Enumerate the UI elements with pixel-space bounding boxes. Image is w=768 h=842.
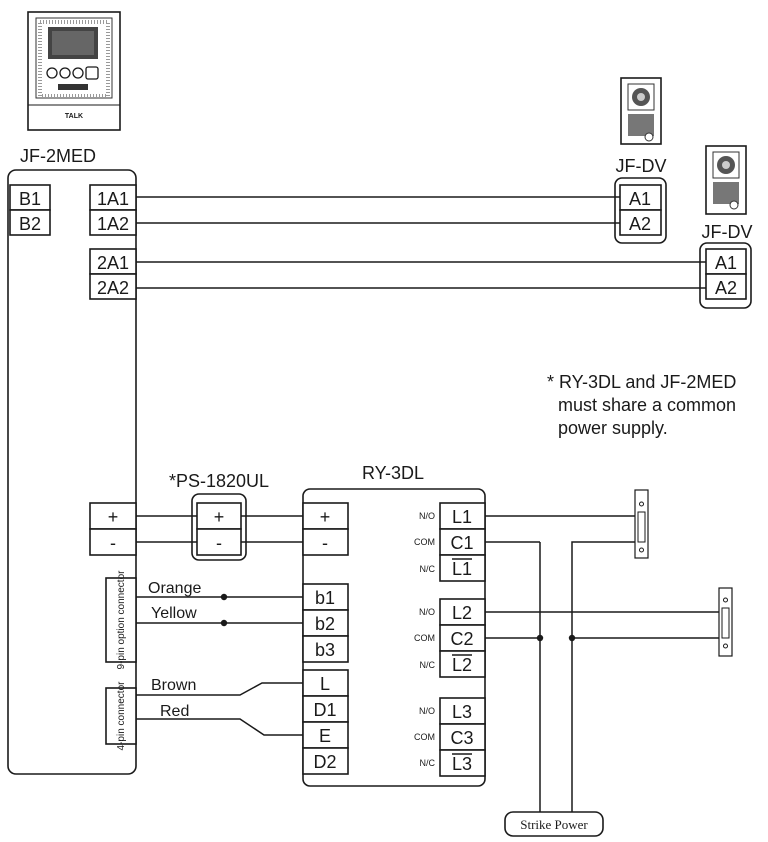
red-label: Red (160, 703, 189, 720)
relay3-nc-label: N/C (420, 758, 436, 768)
terminal-1a2-label: 1A2 (97, 214, 129, 234)
brown-label: Brown (151, 677, 196, 694)
relay-e-terminal (302, 721, 349, 749)
terminal-2a2-label: 2A2 (97, 278, 129, 298)
orange-junction (220, 593, 228, 601)
strike-junction (568, 634, 576, 642)
master-minus-terminal (89, 528, 137, 556)
terminal-b2-label: B2 (19, 214, 41, 234)
power-supply-minus (196, 528, 242, 556)
terminal-b2 (9, 209, 51, 236)
jf-2med-unit (7, 169, 137, 775)
door-station-2-title: JF-DV (702, 222, 753, 242)
note-line-2: must share a common (558, 395, 736, 415)
relay2-c2-terminal (439, 624, 486, 652)
relay-b3-label: b3 (315, 640, 335, 660)
relay2-no-label: N/O (419, 607, 435, 617)
relay2-l2-label: L2 (452, 603, 472, 623)
door-station-2-a2-label: A2 (715, 278, 737, 298)
wire-strike-power-bus (571, 541, 640, 812)
relay-title: RY-3DL (362, 463, 424, 483)
master-plus-label: + (108, 507, 119, 527)
relay3-com-label: COM (414, 732, 435, 742)
relay1-no-label: N/O (419, 511, 435, 521)
four-pin-connector-label: 4-pin connector (116, 681, 127, 751)
relay1-l1bar-label: L1 (452, 559, 472, 579)
terminal-1a2 (89, 209, 137, 236)
relay-d2-terminal (302, 747, 349, 775)
relay-e-label: E (319, 726, 331, 746)
jf-2med-device-illustration: TALK (27, 11, 121, 131)
relay1-c1-terminal (439, 528, 486, 556)
yellow-label: Yellow (151, 605, 197, 622)
yellow-junction (220, 619, 228, 627)
relay-l-terminal (302, 669, 349, 697)
nine-pin-connector-label: 9-pin option connector (116, 570, 127, 670)
door-station-1-a1-label: A1 (629, 189, 651, 209)
relay-d1-label: D1 (313, 700, 336, 720)
relay1-nc-label: N/C (420, 564, 436, 574)
relay-plus-label: + (320, 507, 331, 527)
door-station-1-title: JF-DV (616, 156, 667, 176)
door-strike-1-icon (634, 489, 649, 559)
door-station-2-a2 (705, 273, 747, 300)
note-line-3: power supply. (558, 418, 668, 438)
power-supply-minus-label: - (216, 533, 222, 553)
door-station-2-illustration (705, 145, 747, 215)
relay3-l3-label: L3 (452, 702, 472, 722)
relay1-c1-label: C1 (450, 533, 473, 553)
relay-d2-label: D2 (313, 752, 336, 772)
relay1-l1-label: L1 (452, 507, 472, 527)
relay3-no-label: N/O (419, 706, 435, 716)
relay2-com-label: COM (414, 633, 435, 643)
jf-2med-title: JF-2MED (20, 146, 96, 166)
relay2-nc-label: N/C (420, 660, 436, 670)
door-station-1-a2-label: A2 (629, 214, 651, 234)
terminal-2a2 (89, 273, 137, 300)
wire-red (136, 718, 303, 736)
strike-power-box (504, 811, 604, 837)
terminal-b1-label: B1 (19, 189, 41, 209)
door-strike-2-icon (718, 587, 733, 657)
power-supply-title: *PS-1820UL (169, 471, 269, 491)
relay2-l2-terminal (439, 598, 486, 626)
door-station-1-illustration (620, 77, 662, 145)
relay3-c3-terminal (439, 723, 486, 751)
relay2-l2bar-label: L2 (452, 655, 472, 675)
relay-b3-terminal (302, 635, 349, 663)
com-junction (536, 634, 544, 642)
relay3-l3bar-label: L3 (452, 754, 472, 774)
relay2-c2-label: C2 (450, 629, 473, 649)
orange-label: Orange (148, 580, 201, 597)
relay3-c3-label: C3 (450, 728, 473, 748)
nine-pin-connector (105, 577, 137, 663)
relay-b1-label: b1 (315, 588, 335, 608)
strike-power-label: Strike Power (520, 817, 588, 832)
relay1-com-label: COM (414, 537, 435, 547)
master-minus-label: - (110, 533, 116, 553)
wire-brown (136, 682, 303, 696)
four-pin-connector (105, 687, 137, 745)
relay-minus-terminal (302, 528, 349, 556)
note-line-1: * RY-3DL and JF-2MED (547, 372, 736, 392)
door-station-1-a2 (619, 209, 662, 236)
relay-l-label: L (320, 674, 330, 694)
terminal-2a1-label: 2A1 (97, 253, 129, 273)
relay-minus-label: - (322, 533, 328, 553)
talk-label: TALK (65, 113, 83, 120)
terminal-1a1-label: 1A1 (97, 189, 129, 209)
power-supply-plus-label: + (214, 507, 225, 527)
relay-b2-label: b2 (315, 614, 335, 634)
door-station-2-a1-label: A1 (715, 253, 737, 273)
